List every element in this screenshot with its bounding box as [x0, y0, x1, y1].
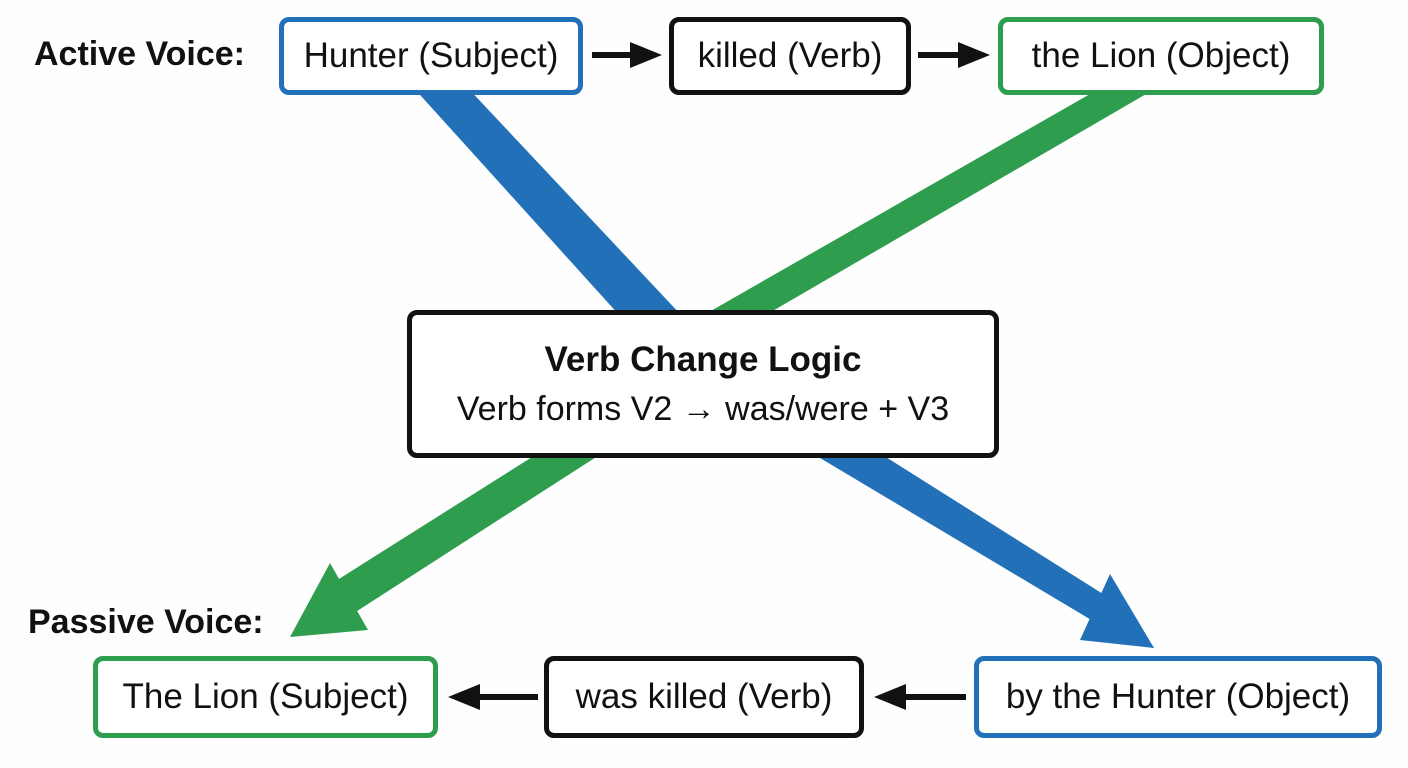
subject-arrowhead — [290, 563, 368, 637]
passive-voice-label: Passive Voice: — [28, 603, 264, 641]
subject-to-agent-arrow — [412, 86, 682, 316]
agent-arrowhead — [1080, 574, 1154, 648]
active-subject-verb-arrow — [592, 42, 662, 68]
logic-rule: Verb forms V2 → was/were + V3 — [456, 389, 950, 428]
active-object-box: the Lion (Object) — [998, 17, 1324, 95]
passive-verb-subject-arrow — [448, 684, 538, 710]
logic-title: Verb Change Logic — [544, 339, 862, 379]
object-to-subject-arrow — [312, 452, 604, 622]
active-verb-object-arrow — [918, 42, 990, 68]
passive-subject-box: The Lion (Subject) — [93, 656, 438, 738]
object-to-subject-arrow — [702, 86, 1160, 316]
passive-object-verb-arrow — [874, 684, 966, 710]
active-verb-box: killed (Verb) — [669, 17, 911, 95]
active-voice-label: Active Voice: — [34, 35, 246, 73]
subject-to-agent-arrow — [810, 452, 1154, 648]
active-subject-box: Hunter (Subject) — [279, 17, 583, 95]
verb-change-logic-box: Verb Change Logic Verb forms V2 → was/we… — [407, 310, 999, 458]
passive-verb-box: was killed (Verb) — [544, 656, 864, 738]
passive-object-box: by the Hunter (Object) — [974, 656, 1382, 738]
